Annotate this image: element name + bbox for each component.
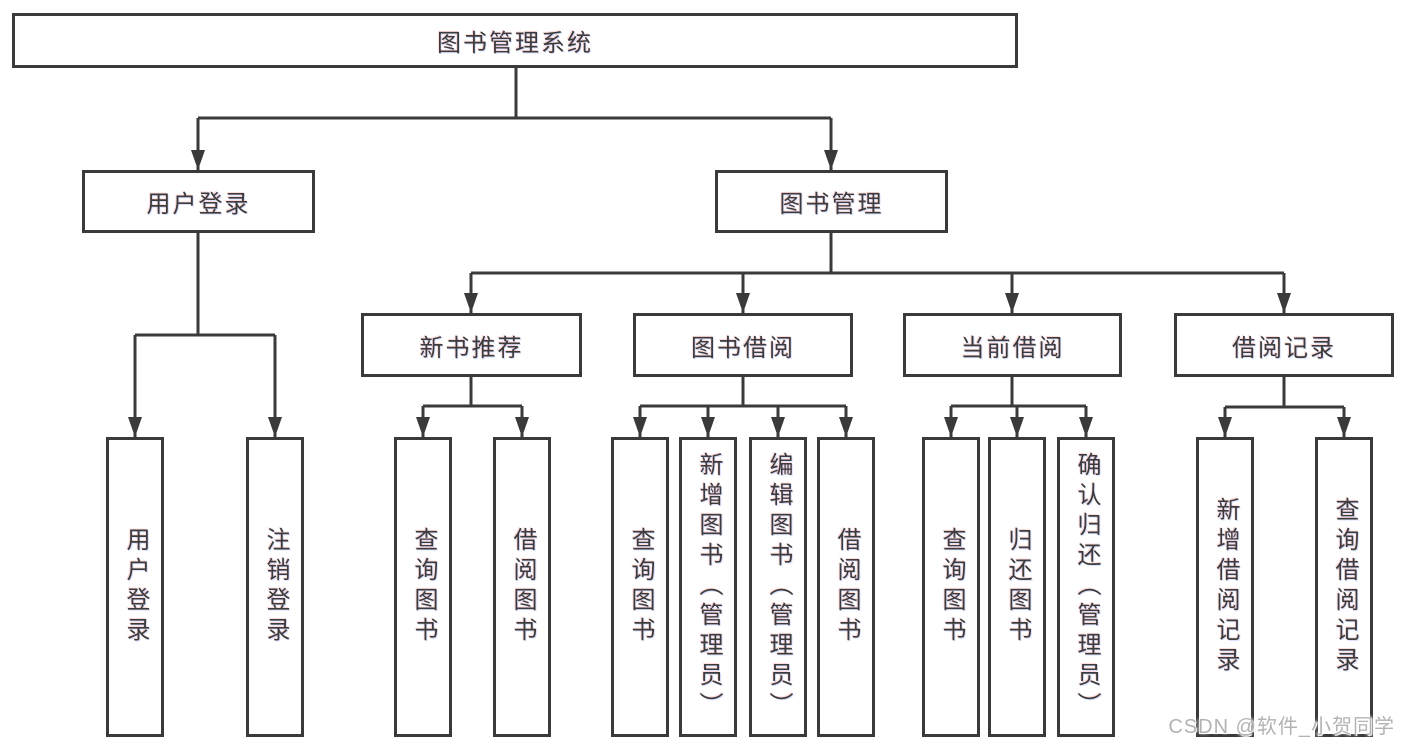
leaf-query-borrow-record: 查询借阅记录: [1315, 437, 1373, 737]
leaf-borrow-books-recommend-label: 借阅图书: [509, 527, 536, 647]
leaf-edit-books-admin: 编辑图书（管理员）: [749, 437, 807, 737]
node-book-management: 图书管理: [715, 170, 948, 233]
leaf-add-borrow-record: 新增借阅记录: [1196, 437, 1254, 737]
leaf-confirm-return-admin-label: 确认归还（管理员）: [1073, 452, 1100, 722]
node-user-login: 用户登录: [82, 170, 315, 233]
leaf-return-books: 归还图书: [988, 437, 1046, 737]
leaf-query-books-borrow-label: 查询图书: [627, 527, 654, 647]
node-borrow-records: 借阅记录: [1174, 313, 1394, 377]
leaf-user-login: 用户登录: [106, 437, 164, 737]
leaf-add-borrow-record-label: 新增借阅记录: [1212, 497, 1239, 677]
leaf-add-books-admin: 新增图书（管理员）: [679, 437, 737, 737]
leaf-logout-label: 注销登录: [262, 527, 289, 647]
leaf-confirm-return-admin: 确认归还（管理员）: [1057, 437, 1115, 737]
leaf-return-books-label: 归还图书: [1004, 527, 1031, 647]
leaf-logout: 注销登录: [246, 437, 304, 737]
csdn-watermark: CSDN @软件_小贺同学: [1168, 716, 1395, 738]
node-new-book-recommend: 新书推荐: [361, 313, 582, 377]
leaf-borrow-books-label: 借阅图书: [833, 527, 860, 647]
node-book-borrow: 图书借阅: [633, 313, 853, 377]
leaf-add-books-admin-label: 新增图书（管理员）: [695, 452, 722, 722]
node-library-system-root: 图书管理系统: [12, 13, 1018, 68]
leaf-query-borrow-record-label: 查询借阅记录: [1331, 497, 1358, 677]
leaf-query-books-current: 查询图书: [922, 437, 980, 737]
leaf-query-books-borrow: 查询图书: [611, 437, 669, 737]
leaf-user-login-label: 用户登录: [122, 527, 149, 647]
leaf-query-books-recommend: 查询图书: [394, 437, 452, 737]
leaf-edit-books-admin-label: 编辑图书（管理员）: [765, 452, 792, 722]
leaf-query-books-current-label: 查询图书: [938, 527, 965, 647]
leaf-query-books-recommend-label: 查询图书: [410, 527, 437, 647]
leaf-borrow-books: 借阅图书: [817, 437, 875, 737]
node-current-borrow: 当前借阅: [903, 313, 1122, 377]
leaf-borrow-books-recommend: 借阅图书: [493, 437, 551, 737]
